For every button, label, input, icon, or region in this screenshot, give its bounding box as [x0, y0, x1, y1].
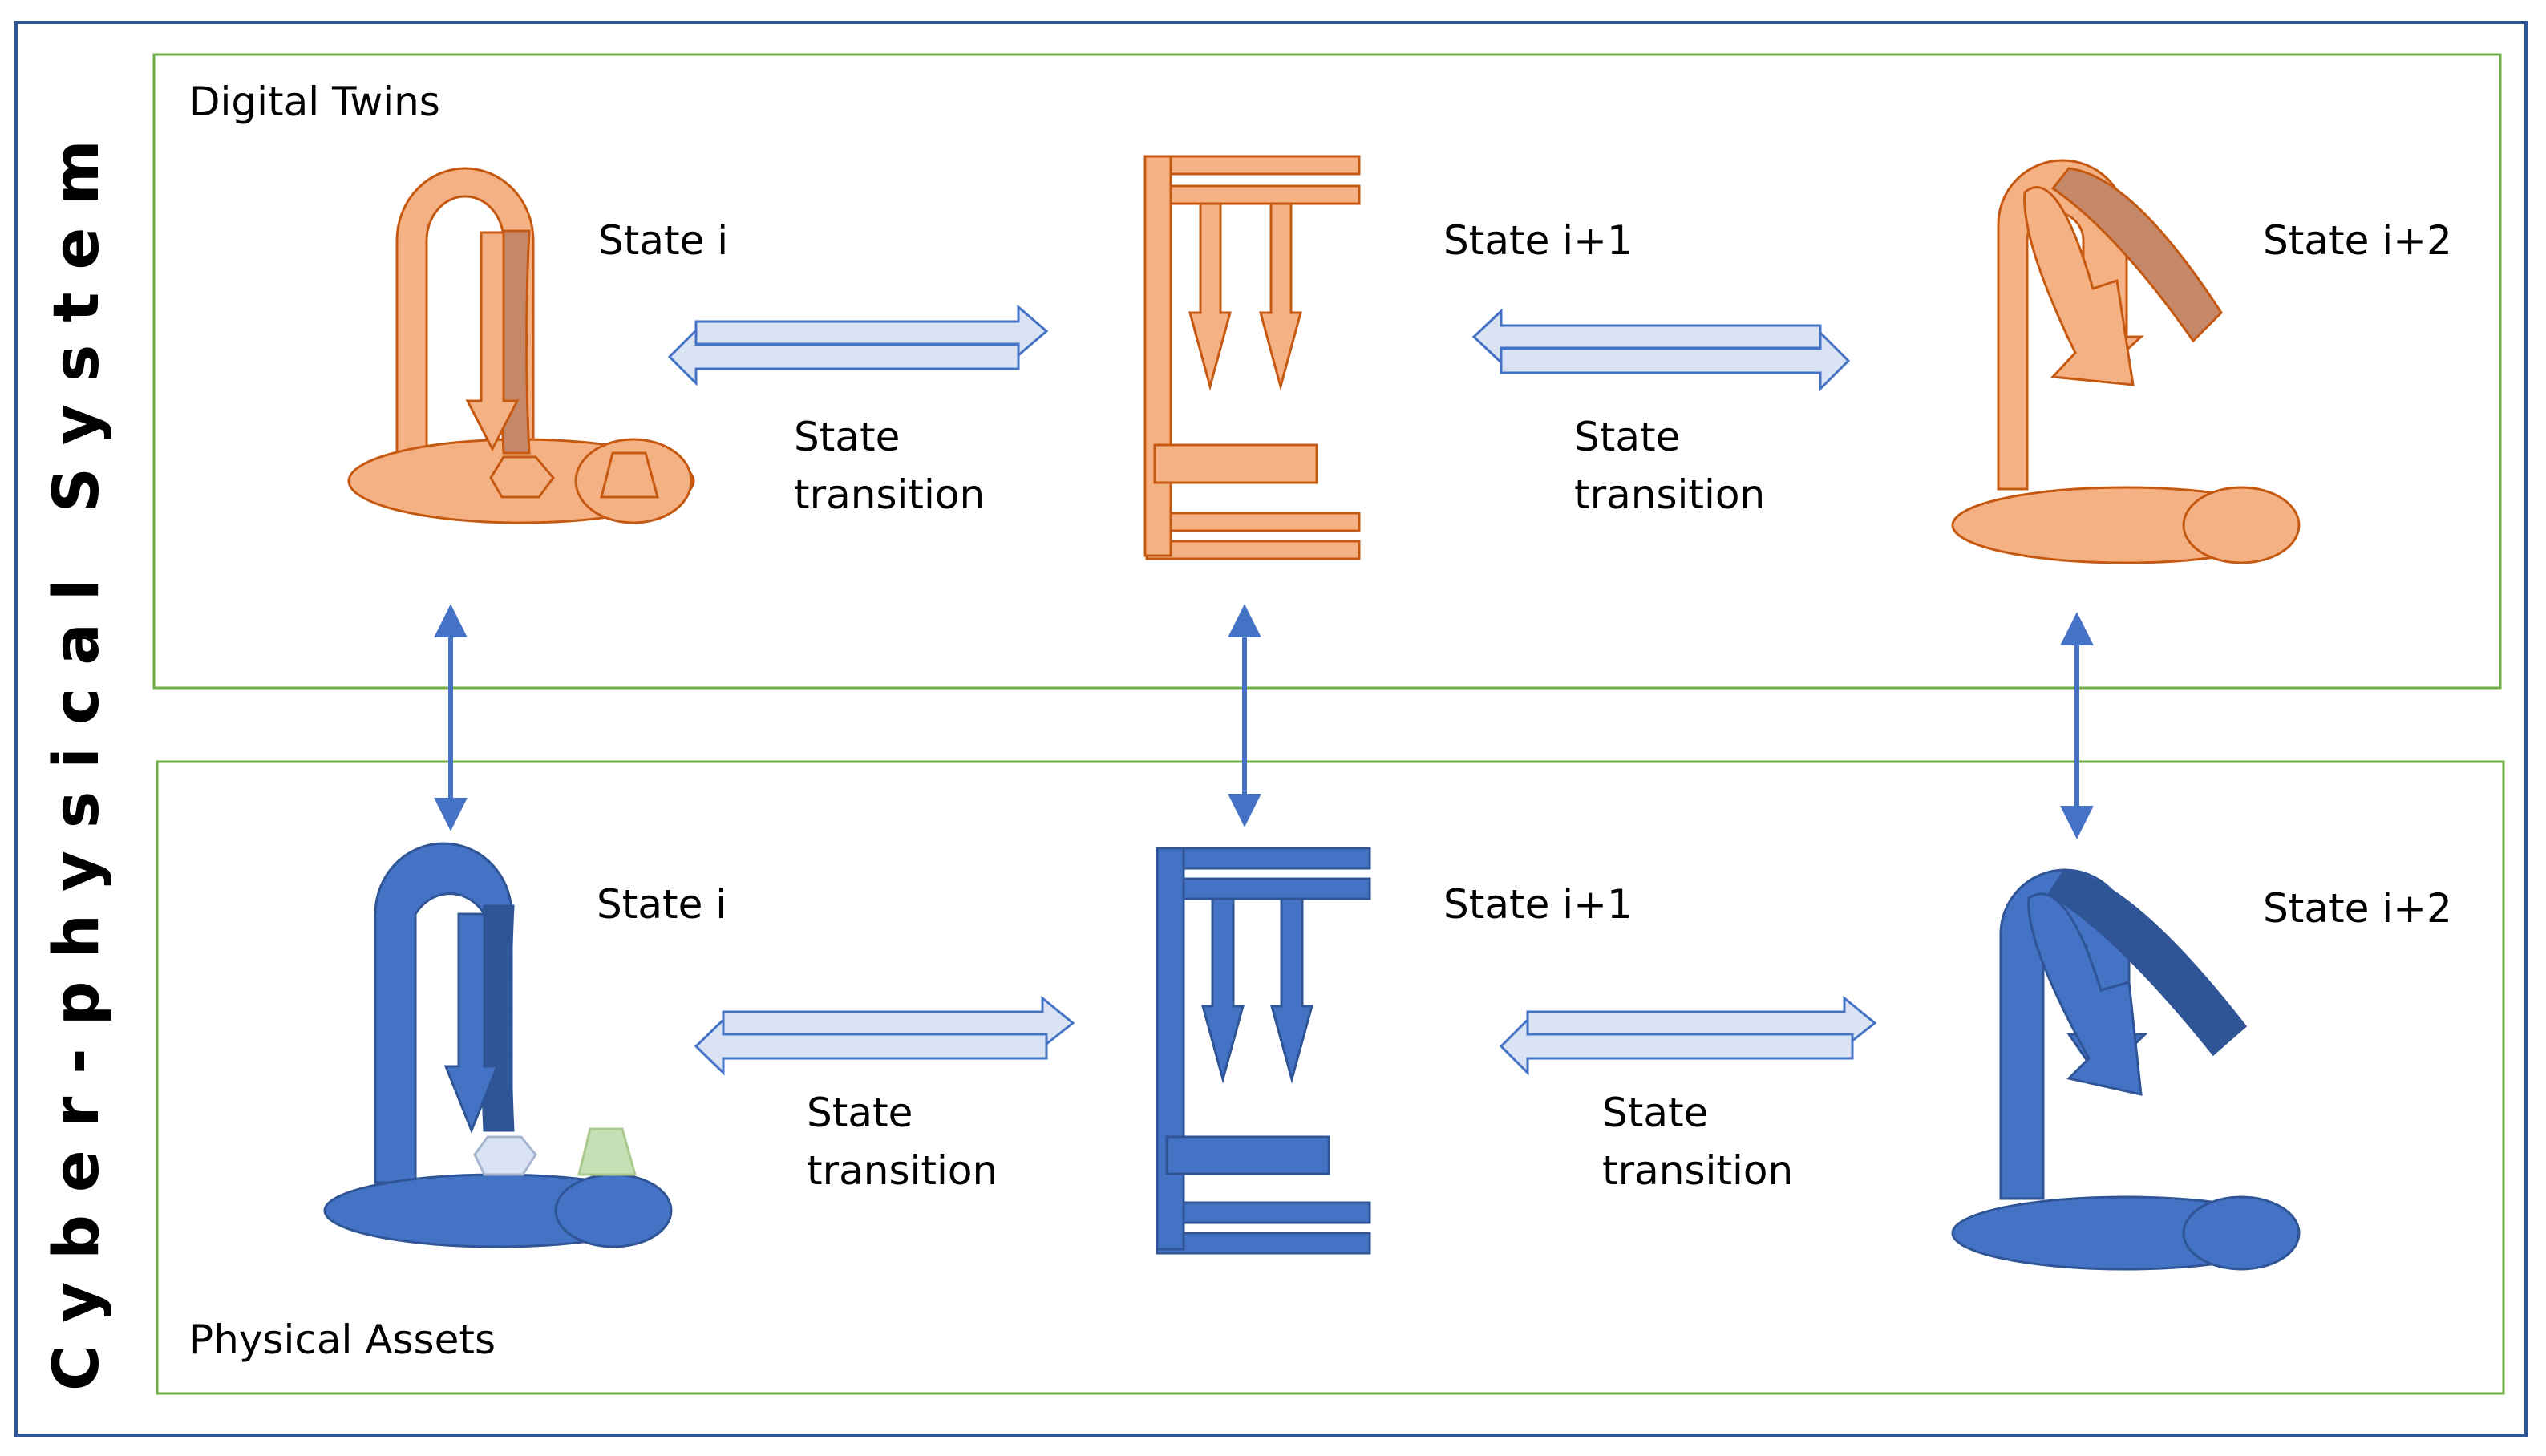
twin-transition-arrow-1 — [667, 304, 1049, 386]
asset-robot-state-i2 — [1951, 868, 2301, 1271]
asset-transition-arrow-2 — [1499, 995, 1877, 1076]
digital-twins-panel — [152, 53, 2502, 690]
twin-asset-links — [434, 604, 2094, 839]
digital-twins-label: Digital Twins — [189, 79, 440, 125]
asset-transition-label-1a: State — [807, 1090, 913, 1136]
twin-transition-label-2a: State — [1574, 414, 1680, 460]
twin-state-label-1: State i — [598, 217, 728, 264]
outer-border — [14, 21, 2528, 1437]
asset-state-label-1: State i — [597, 881, 727, 928]
asset-robot-state-i1 — [1156, 847, 1371, 1255]
twin-robot-state-i1 — [1143, 155, 1361, 560]
asset-state-label-3: State i+2 — [2263, 885, 2452, 932]
asset-transition-label-2a: State — [1602, 1090, 1708, 1136]
twin-part-trapezoid — [600, 451, 659, 499]
asset-part-pentagon — [473, 1135, 537, 1176]
twin-transition-label-1a: State — [794, 414, 900, 460]
twin-part-pentagon — [489, 455, 555, 499]
asset-transition-arrow-1 — [694, 995, 1075, 1076]
twin-state-label-3: State i+2 — [2263, 217, 2452, 264]
twin-state-label-2: State i+1 — [1443, 217, 1633, 264]
twin-transition-label-1b: transition — [794, 471, 985, 518]
physical-assets-label: Physical Assets — [189, 1316, 496, 1363]
physical-assets-panel — [156, 760, 2505, 1395]
asset-state-label-2: State i+1 — [1443, 881, 1633, 928]
asset-robot-state-i — [323, 842, 673, 1248]
twin-transition-label-2b: transition — [1574, 471, 1765, 518]
twin-robot-state-i — [347, 167, 695, 524]
twin-transition-arrow-2 — [1471, 308, 1851, 392]
side-title: Cyber-physical System — [41, 117, 113, 1391]
asset-part-trapezoid — [577, 1127, 637, 1176]
twin-robot-state-i2 — [1951, 159, 2301, 564]
asset-transition-label-2b: transition — [1602, 1147, 1793, 1194]
asset-transition-label-1b: transition — [807, 1147, 998, 1194]
